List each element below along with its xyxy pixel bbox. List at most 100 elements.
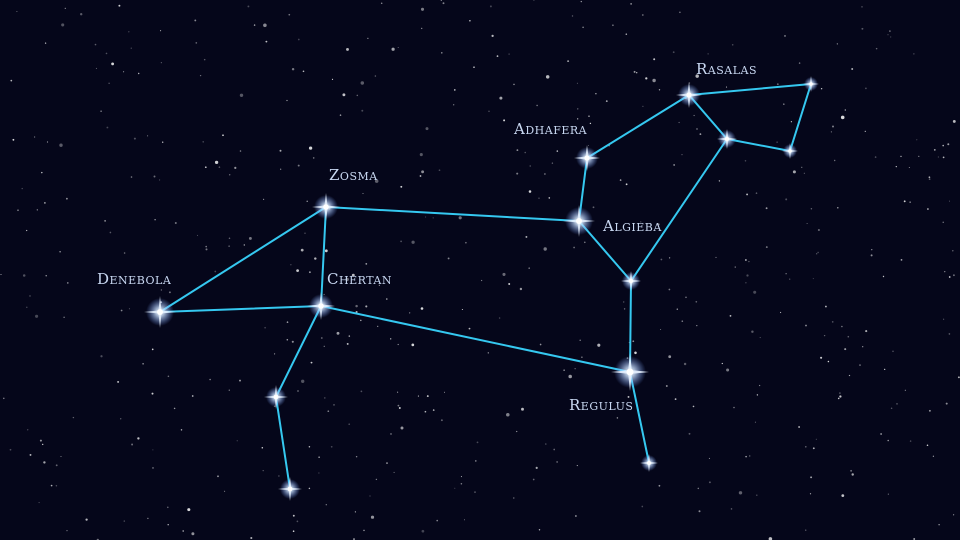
background-star [539,343,542,346]
background-star [147,135,149,137]
background-star [374,75,377,77]
background-star [944,271,946,273]
background-star [532,478,535,481]
background-star [660,258,663,261]
background-star [830,131,833,133]
background-star [496,55,499,57]
background-star [291,340,294,343]
background-star [952,119,956,123]
background-star [191,532,195,536]
background-star [348,335,351,337]
background-star [498,317,501,319]
background-star [884,368,886,371]
background-star [668,355,672,359]
background-star [584,241,586,244]
background-star [900,155,902,158]
background-star [738,491,743,495]
background-star [721,362,723,365]
background-star [847,335,850,338]
star-hind-leg [264,385,288,409]
background-star [120,309,123,312]
background-star [59,143,63,147]
background-star [151,348,154,351]
background-star [928,176,931,179]
background-star [355,304,358,308]
background-star [938,524,940,526]
label-chertan: Chertan [327,270,392,288]
background-star [817,251,819,254]
background-star [718,180,721,182]
background-star [660,328,662,331]
constellation-lines [159,83,812,490]
background-star [755,192,758,194]
background-star [887,34,889,36]
background-star [812,278,814,280]
background-star [538,529,541,531]
background-star [765,246,768,249]
star-hind-foot [278,477,302,501]
background-star [248,236,252,240]
background-star [168,291,171,294]
background-star [64,7,66,10]
background-star [810,476,813,479]
background-star [681,153,683,156]
background-star [516,430,518,433]
background-star [365,305,368,308]
background-star [438,169,441,172]
background-star [623,308,626,310]
background-star [61,23,65,27]
background-star [756,494,758,496]
background-star [508,53,510,55]
background-star [913,53,915,55]
background-star [848,374,851,377]
background-star [465,241,467,244]
background-star [458,216,462,220]
line-adhafera-rasalas [586,94,690,159]
background-star [746,193,749,196]
background-star [745,282,747,284]
background-star [363,529,365,532]
background-star [133,137,136,140]
background-star [683,362,687,366]
background-star [491,34,494,38]
background-star [263,23,267,28]
line-chertan-regulus [320,305,631,373]
star-fore-foot [640,454,658,472]
background-star [314,257,317,260]
background-star [154,219,156,221]
background-star [147,517,149,520]
background-star [324,397,326,399]
background-star [942,156,945,159]
background-star [29,295,31,297]
background-star [798,62,801,64]
background-star [397,343,399,346]
background-star [421,529,425,533]
background-star [625,33,628,35]
line-zosma-algieba [325,206,580,222]
background-star [228,237,231,240]
star-adhafera [574,145,600,171]
background-star [679,11,681,14]
background-star [726,368,730,372]
background-star [612,24,614,27]
background-star [933,149,936,151]
background-star [577,118,579,120]
background-star [300,248,304,252]
background-star [525,235,528,238]
background-star [805,529,807,531]
background-star [708,481,711,484]
background-star [744,160,747,162]
background-star [577,108,579,110]
background-star [887,439,889,442]
background-star [123,71,125,73]
background-star [137,437,140,440]
background-star [502,272,506,276]
background-star [953,514,955,516]
background-star [948,333,951,335]
background-star [642,105,644,108]
background-star [785,273,787,275]
background-star [543,247,547,251]
background-star [850,469,853,472]
background-star [152,467,154,469]
background-star [209,378,211,381]
